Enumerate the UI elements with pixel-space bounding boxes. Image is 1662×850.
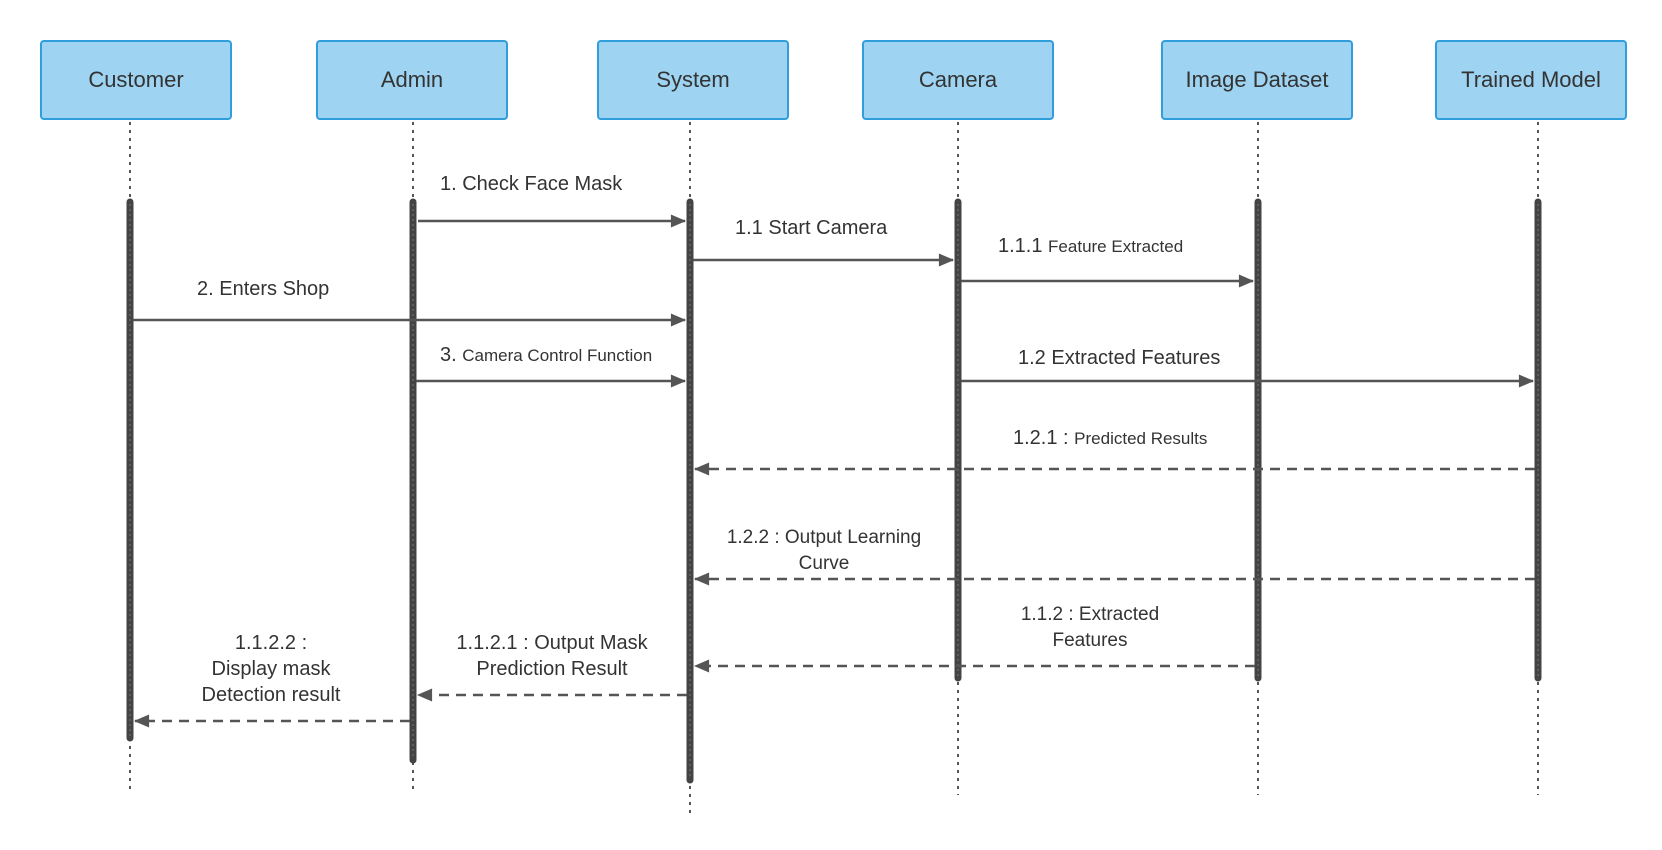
lifeline-box-camera: Camera <box>862 40 1054 120</box>
message-text: 1.1 Start Camera <box>735 217 888 239</box>
activation-bars-inner <box>129 204 1539 778</box>
message-arrows <box>133 214 1535 728</box>
message-text: 2. Enters Shop <box>197 278 330 300</box>
message-label-predicted-results: 1.2.1 : Predicted Results <box>1013 425 1207 452</box>
message-label-feature-extracted: 1.1.1 Feature Extracted <box>998 233 1183 260</box>
message-label-check-face-mask: 1. Check Face Mask <box>440 171 622 197</box>
message-label-output-mask-prediction: 1.1.2.1 : Output Mask Prediction Result <box>440 630 664 682</box>
message-text: 1.2 Extracted Features <box>1018 347 1221 369</box>
message-line-1: 1.1.2.1 : Output Mask <box>456 632 648 654</box>
message-line-2: Display mask <box>211 658 331 680</box>
lifeline-box-trained-model: Trained Model <box>1435 40 1627 120</box>
message-line-1: 1.1.2 : Extracted <box>1020 604 1160 625</box>
message-text: Camera Control Function <box>462 346 653 365</box>
message-line-2: Features <box>1052 630 1128 651</box>
message-label-enters-shop: 2. Enters Shop <box>197 276 329 302</box>
lifeline-label-camera: Camera <box>918 67 998 92</box>
message-text: Predicted Results <box>1074 429 1208 448</box>
lifeline-box-image-dataset: Image Dataset <box>1161 40 1353 120</box>
message-label-extracted-features: 1.2 Extracted Features <box>1018 345 1220 371</box>
message-prefix: 3. <box>440 344 463 366</box>
message-line-3: Detection result <box>201 684 341 706</box>
message-label-camera-control-function: 3. Camera Control Function <box>440 342 652 369</box>
lifeline-label-admin: Admin <box>380 67 444 92</box>
message-label-start-camera: 1.1 Start Camera <box>735 215 887 241</box>
message-prefix: 1.1.1 <box>998 235 1049 257</box>
lifeline-box-system: System <box>597 40 789 120</box>
message-line-2: Curve <box>798 553 850 574</box>
lifeline-box-admin: Admin <box>316 40 508 120</box>
message-label-extracted-features-return: 1.1.2 : Extracted Features <box>1010 602 1170 654</box>
message-line-2: Prediction Result <box>476 658 628 680</box>
lifeline-label-image-dataset: Image Dataset <box>1185 67 1329 92</box>
message-label-display-mask-detection: 1.1.2.2 : Display mask Detection result <box>178 630 364 708</box>
message-text: Feature Extracted <box>1048 237 1184 256</box>
lifeline-label-system: System <box>656 67 730 92</box>
message-line-1: 1.1.2.2 : <box>234 632 308 654</box>
message-line-1: 1.2.2 : Output Learning <box>726 527 922 548</box>
message-prefix: 1.2.1 : <box>1013 427 1075 449</box>
message-label-output-learning-curve: 1.2.2 : Output Learning Curve <box>716 525 932 577</box>
lifeline-label-customer: Customer <box>88 67 184 92</box>
lifeline-label-trained-model: Trained Model <box>1461 67 1601 92</box>
message-text: 1. Check Face Mask <box>440 173 623 195</box>
lifeline-box-customer: Customer <box>40 40 232 120</box>
